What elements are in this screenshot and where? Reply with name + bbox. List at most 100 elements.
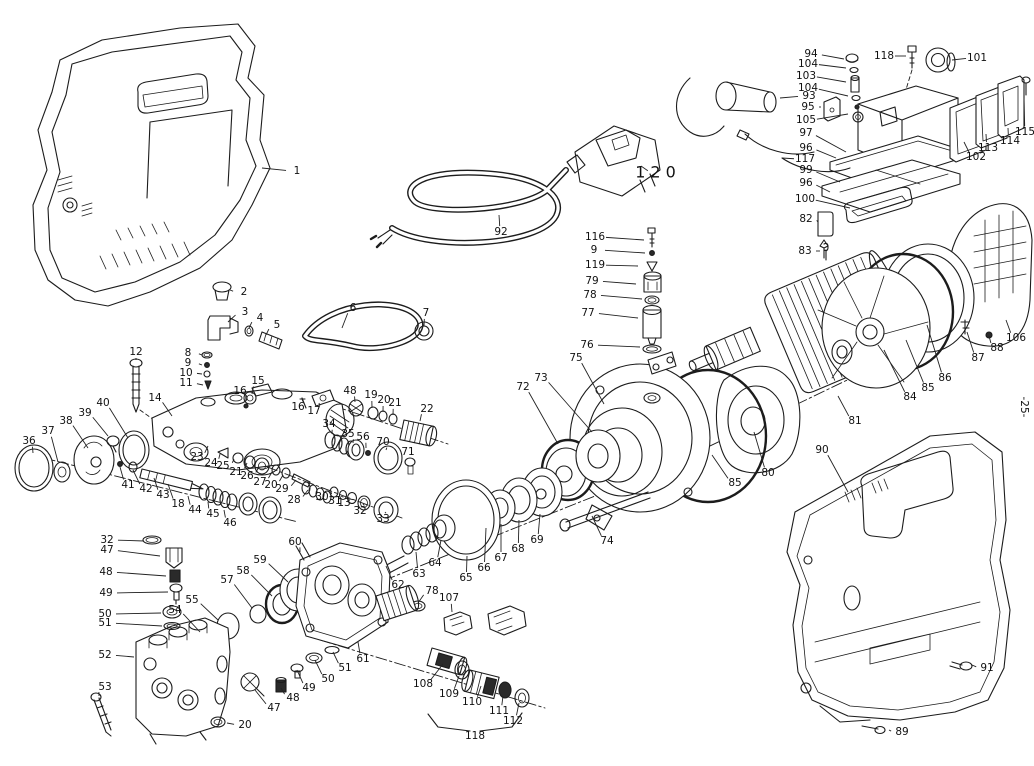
leader-line xyxy=(781,157,795,160)
leader-line xyxy=(816,184,831,193)
part-label-120: 120 xyxy=(635,163,681,182)
part-label-19: 19 xyxy=(364,389,377,401)
part-label-60: 60 xyxy=(288,536,301,548)
part-label-118: 118 xyxy=(465,730,485,742)
part-label-34: 34 xyxy=(322,418,336,430)
part-label-105: 105 xyxy=(796,114,816,126)
part-label-68: 68 xyxy=(511,543,524,555)
part-label-9: 9 xyxy=(591,244,598,256)
leader-line xyxy=(314,659,323,675)
part-label-88: 88 xyxy=(990,342,1003,354)
part-label-85: 85 xyxy=(728,477,741,489)
leader-line xyxy=(254,689,267,705)
leader-line xyxy=(268,563,289,583)
leader-line xyxy=(357,641,361,654)
leader-line xyxy=(415,551,418,569)
leader-line xyxy=(837,395,850,417)
part-label-44: 44 xyxy=(188,504,202,516)
leader-line xyxy=(50,436,59,463)
leader-line xyxy=(119,466,124,480)
part-label-18: 18 xyxy=(171,498,184,510)
part-label-25: 25 xyxy=(216,460,229,472)
part-label-49: 49 xyxy=(302,682,315,694)
leader-line xyxy=(115,654,135,658)
leader-line xyxy=(301,398,304,402)
part-label-79: 79 xyxy=(585,275,598,287)
part-label-101: 101 xyxy=(967,52,987,64)
leader-line xyxy=(816,171,841,183)
part-label-107: 107 xyxy=(439,592,459,604)
part-label-87: 87 xyxy=(971,352,984,364)
leader-line xyxy=(466,555,468,573)
leader-line xyxy=(926,324,942,373)
part-label-40: 40 xyxy=(96,397,109,409)
leader-line xyxy=(244,462,248,469)
part-label-86: 86 xyxy=(938,372,952,384)
part-label-119: 119 xyxy=(585,259,605,271)
leader-line xyxy=(1023,97,1026,127)
part-label-10: 10 xyxy=(179,367,192,379)
leader-line xyxy=(162,402,173,417)
leader-line xyxy=(330,491,333,495)
leader-line xyxy=(816,149,837,159)
leader-line xyxy=(430,663,444,681)
leader-line xyxy=(597,344,641,348)
part-label-45: 45 xyxy=(206,508,219,520)
leader-line xyxy=(227,314,236,323)
part-label-80: 80 xyxy=(761,467,774,479)
part-label-78: 78 xyxy=(425,585,438,597)
leader-line xyxy=(815,135,847,153)
valve-block xyxy=(90,535,340,745)
part-label-27: 27 xyxy=(253,476,266,488)
inlet-fittings-and-hose xyxy=(207,281,434,352)
part-label-47: 47 xyxy=(267,702,280,714)
injector-row xyxy=(426,605,530,732)
part-label-66: 66 xyxy=(477,562,491,574)
part-label-57: 57 xyxy=(220,574,233,586)
leader-line xyxy=(815,199,851,209)
part-label-22: 22 xyxy=(420,403,433,415)
right-housing-half xyxy=(786,431,1011,723)
part-label-43: 43 xyxy=(156,489,169,501)
part-label-29: 29 xyxy=(275,483,288,495)
leader-line xyxy=(92,416,109,437)
part-label-48: 48 xyxy=(343,385,356,397)
left-housing-half xyxy=(32,23,271,307)
leader-line xyxy=(988,335,992,344)
part-label-69: 69 xyxy=(530,534,543,546)
part-label-104: 104 xyxy=(798,82,818,94)
part-label-20: 20 xyxy=(377,394,390,406)
leader-line xyxy=(218,453,221,459)
unloader-valve-column xyxy=(642,227,662,354)
leader-line xyxy=(591,515,602,537)
part-label-51: 51 xyxy=(98,617,111,629)
leader-line xyxy=(318,402,321,407)
leader-line xyxy=(498,214,501,227)
leader-line xyxy=(602,280,637,285)
leader-line xyxy=(198,353,203,356)
leader-line xyxy=(251,386,254,395)
leader-line xyxy=(167,483,174,499)
part-label-89: 89 xyxy=(895,726,908,738)
leader-line xyxy=(384,511,387,514)
part-label-16: 16 xyxy=(291,401,305,413)
part-label-55: 55 xyxy=(185,594,198,606)
leader-line xyxy=(279,474,284,482)
part-label-31: 31 xyxy=(328,495,341,507)
part-label-46: 46 xyxy=(223,517,237,529)
part-label-21: 21 xyxy=(388,397,401,409)
outlet-axis-parts xyxy=(299,389,438,475)
part-label-4: 4 xyxy=(257,312,264,324)
leader-line xyxy=(437,539,442,558)
part-label-42: 42 xyxy=(139,483,152,495)
leader-line xyxy=(385,565,393,581)
leader-line xyxy=(963,141,970,153)
leader-line xyxy=(753,431,765,468)
part-label-9: 9 xyxy=(185,357,192,369)
leader-line xyxy=(32,446,34,454)
part-label-92: 92 xyxy=(494,226,507,238)
leader-line xyxy=(109,407,129,439)
part-label-113: 113 xyxy=(978,142,998,154)
part-label-94: 94 xyxy=(804,48,818,60)
part-label-76: 76 xyxy=(580,339,594,351)
